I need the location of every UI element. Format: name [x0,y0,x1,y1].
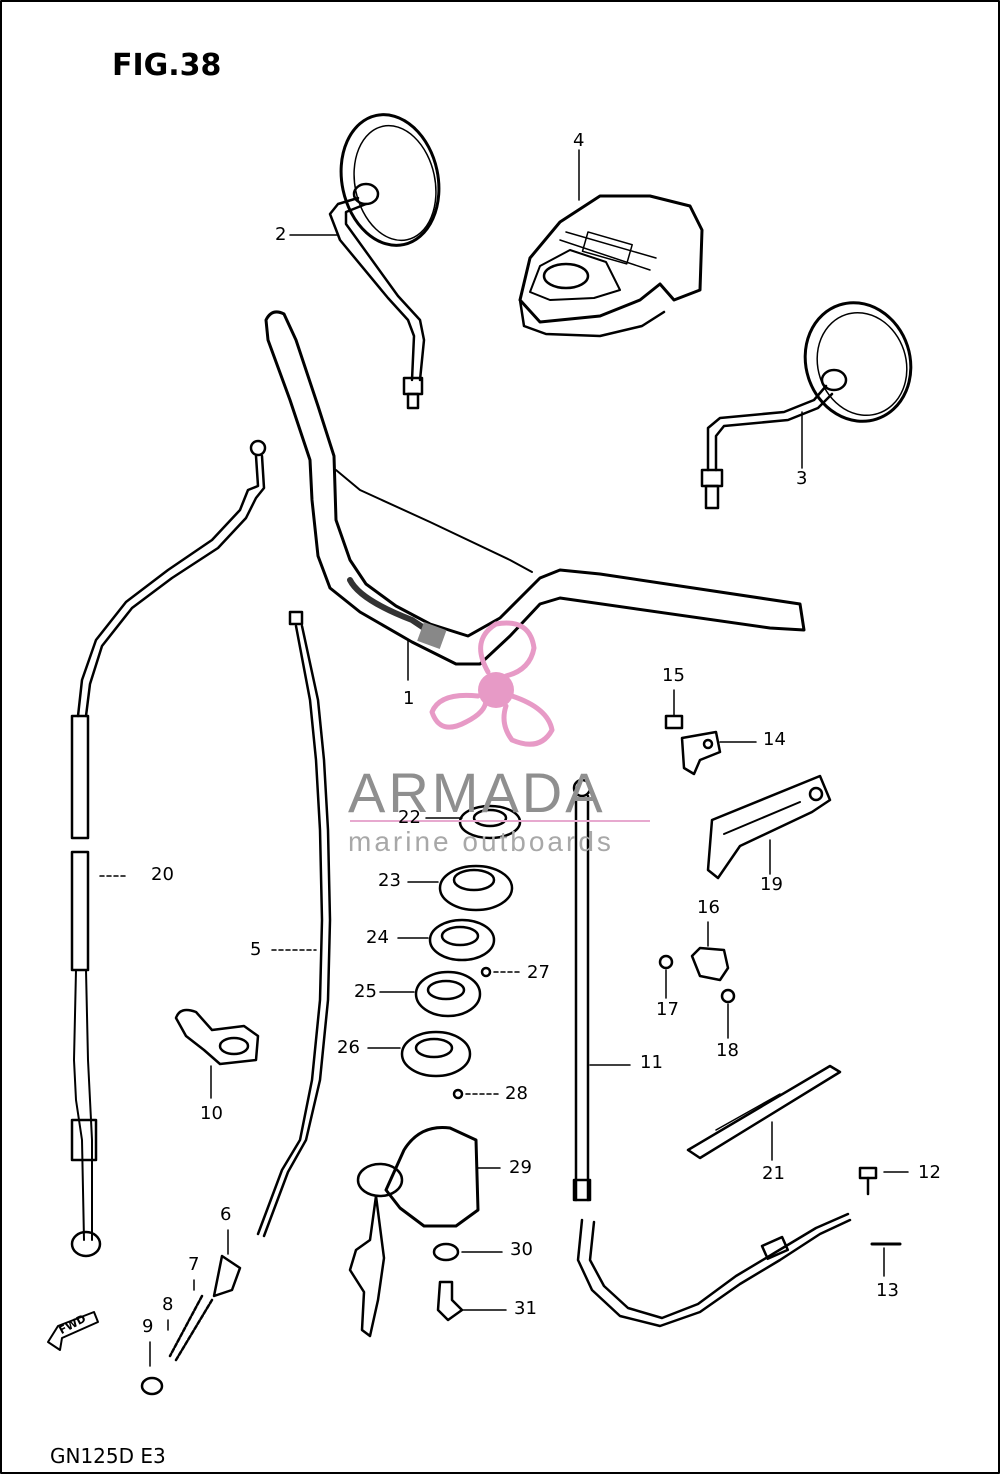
watermark-brand: ARMADA [348,761,606,824]
parts-12-13-screw-pin [858,1166,909,1277]
callout-4: 4 [573,130,585,151]
model-label: GN125D E3 [50,1444,166,1468]
callout-8: 8 [162,1294,174,1315]
callout-23: 23 [378,870,401,891]
part-20-clutch-cable [70,439,267,1258]
forward-arrow-icon [47,1311,99,1351]
callout-12: 12 [918,1162,941,1183]
part-11-control-cable [572,778,852,1328]
callout-20: 20 [151,864,174,885]
part-6-9-adjuster [140,1229,242,1396]
watermark-subtitle: marine outboards [348,826,614,857]
callout-25: 25 [354,981,377,1002]
callout-11: 11 [640,1052,663,1073]
propeller-icon [429,620,555,747]
callout-6: 6 [220,1204,232,1225]
callout-26: 26 [337,1037,360,1058]
callout-19: 19 [760,874,783,895]
callout-22: 22 [398,807,421,828]
parts-22-28-clamp-stack [367,804,522,1100]
parts-30-31-fasteners [432,1242,507,1322]
part-21-strap [686,1064,842,1161]
callout-3: 3 [796,468,808,489]
callout-29: 29 [509,1157,532,1178]
part-10-switch [174,1008,260,1099]
callout-13: 13 [876,1280,899,1301]
part-5-throttle-cable [256,610,332,1238]
callout-27: 27 [527,962,550,983]
callout-9: 9 [142,1316,154,1337]
part-4-meter-cover [518,149,704,338]
part-2-left-mirror [289,113,441,410]
parts-16-18-clamp [658,921,736,1039]
part-3-right-mirror [700,301,913,510]
callout-7: 7 [188,1254,200,1275]
watermark-divider [350,820,650,822]
callout-2: 2 [275,224,287,245]
callout-16: 16 [697,897,720,918]
callout-18: 18 [716,1040,739,1061]
figure-title: FIG.38 [112,48,222,83]
callout-31: 31 [514,1298,537,1319]
parts-14-15-clamp [664,689,757,776]
callout-14: 14 [763,729,786,750]
callout-1: 1 [403,688,415,709]
callout-28: 28 [505,1083,528,1104]
callout-21: 21 [762,1163,785,1184]
callout-17: 17 [656,999,679,1020]
callout-5: 5 [250,939,262,960]
callout-30: 30 [510,1239,533,1260]
part-19-bracket [706,774,832,880]
part-1-handlebar [264,310,806,681]
part-29-ignition-switch [348,1125,501,1338]
callout-15: 15 [662,665,685,686]
callout-10: 10 [200,1103,223,1124]
callout-24: 24 [366,927,389,948]
